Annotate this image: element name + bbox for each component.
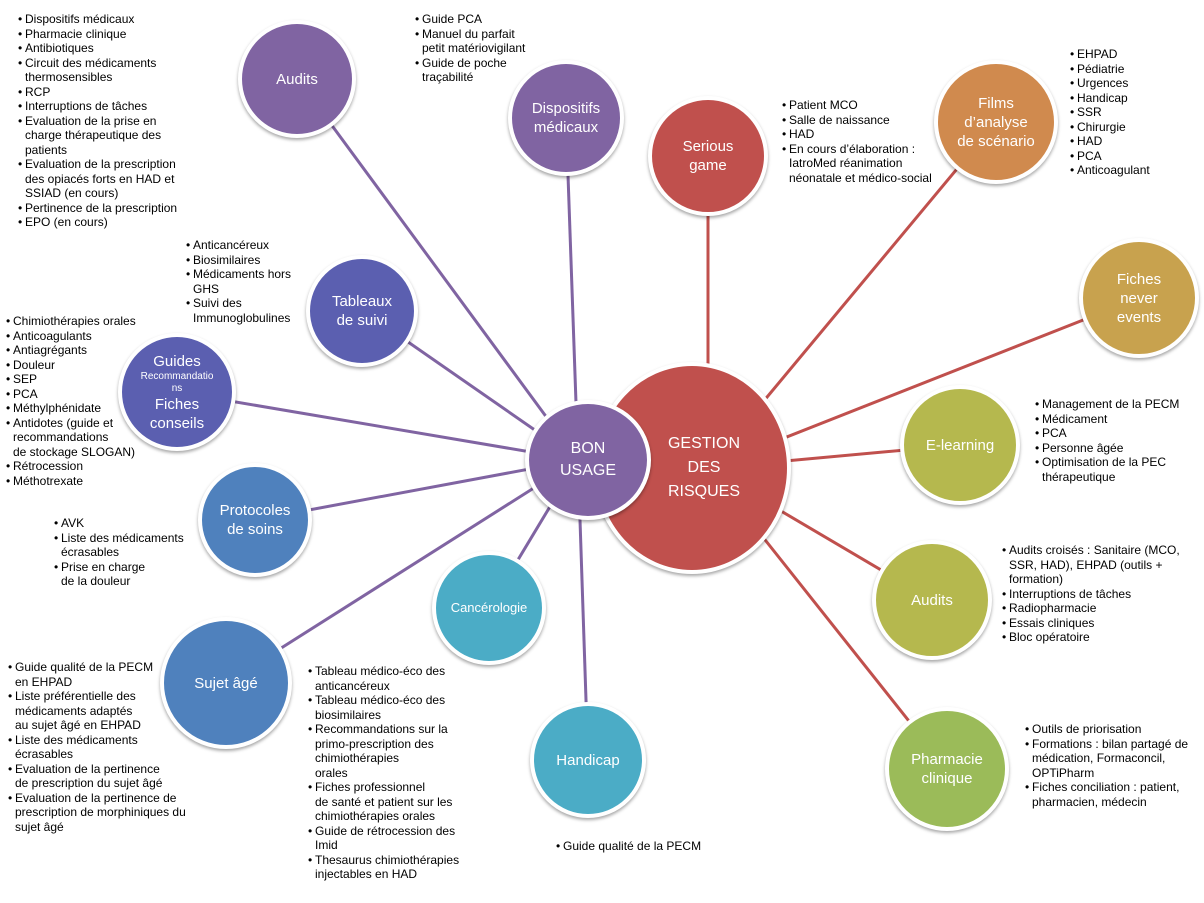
list-item: Médicament — [1035, 412, 1200, 427]
list-item: Antiagrégants — [6, 343, 166, 358]
list-item: Pertinence de la prescription — [18, 201, 218, 216]
link-bu-sujet — [225, 458, 579, 685]
list-item: Méthotrexate — [6, 474, 166, 489]
bu-sujet-list: Guide qualité de la PECM en EHPADListe p… — [8, 660, 208, 834]
list-item: Douleur — [6, 358, 166, 373]
list-item: Thesaurus chimiothérapies injectables en… — [308, 853, 483, 882]
list-item: Pharmacie clinique — [18, 27, 218, 42]
list-item: EHPAD — [1070, 47, 1195, 62]
list-item: SEP — [6, 372, 166, 387]
list-item: PCA — [6, 387, 166, 402]
list-item: Antidotes (guide et recommandations de s… — [6, 416, 166, 460]
list-item: Recommandations sur la primo-prescriptio… — [308, 722, 483, 780]
list-item: Fiches professionnel de santé et patient… — [308, 780, 483, 824]
bu-handicap-node: Handicap — [530, 702, 646, 818]
bu-guides-list: Chimiothérapies oralesAnticoagulantsAnti… — [6, 314, 166, 488]
list-item: Anticoagulants — [6, 329, 166, 344]
list-item: Prise en charge de la douleur — [54, 560, 204, 589]
list-item: Tableau médico-éco des biosimilaires — [308, 693, 483, 722]
gr-elearning-node: E-learning — [900, 385, 1020, 505]
list-item: HAD — [1070, 134, 1195, 149]
list-item: Interruptions de tâches — [1002, 587, 1200, 602]
list-item: Anticancéreux — [186, 238, 316, 253]
bu-dm-node: Dispositifs médicaux — [508, 60, 624, 176]
list-item: Manuel du parfait petit matériovigilant — [415, 27, 565, 56]
bu-audits-node: Audits — [238, 20, 356, 138]
list-item: Guide qualité de la PECM — [556, 839, 726, 854]
gr-audits-list: Audits croisés : Sanitaire (MCO, SSR, HA… — [1002, 543, 1200, 645]
link-bu-audits — [295, 77, 580, 461]
list-item: Personne âgée — [1035, 441, 1200, 456]
list-item: HAD — [782, 127, 957, 142]
bu-cancerologie-node: Cancérologie — [432, 551, 546, 665]
list-item: AVK — [54, 516, 204, 531]
list-item: Liste des médicaments écrasables — [8, 733, 208, 762]
list-item: Evaluation de la pertinence de prescript… — [8, 762, 208, 791]
bu-cancerologie-list: Tableau médico-éco des anticancéreuxTabl… — [308, 664, 483, 882]
gr-serious-list: Patient MCOSalle de naissanceHADEn cours… — [782, 98, 957, 185]
list-item: Guide qualité de la PECM en EHPAD — [8, 660, 208, 689]
bu-tableaux-list: Anticancéreux BiosimilairesMédicaments h… — [186, 238, 316, 325]
list-item: Pédiatrie — [1070, 62, 1195, 77]
bu-audits-list: Dispositifs médicauxPharmacie cliniqueAn… — [18, 12, 218, 230]
list-item: Circuit des médicaments thermosensibles — [18, 56, 218, 85]
list-item: Chirurgie — [1070, 120, 1195, 135]
list-item: Anticoagulant — [1070, 163, 1195, 178]
list-item: Fiches conciliation : patient, pharmacie… — [1025, 780, 1203, 809]
list-item: Urgences — [1070, 76, 1195, 91]
list-item: Suivi des Immunoglobulines — [186, 296, 316, 325]
list-item: PCA — [1035, 426, 1200, 441]
list-item: Médicaments hors GHS — [186, 267, 316, 296]
list-item: PCA — [1070, 149, 1195, 164]
list-item: Dispositifs médicaux — [18, 12, 218, 27]
list-item: Radiopharmacie — [1002, 601, 1200, 616]
list-item: Guide PCA — [415, 12, 565, 27]
gr-pharma-node: Pharmacie clinique — [885, 707, 1009, 831]
recommandations-label: Recommandatio ns — [140, 370, 214, 394]
list-item: Guide de rétrocession des Imid — [308, 824, 483, 853]
list-item: Guide de poche traçabilité — [415, 56, 565, 85]
list-item: Formations : bilan partagé de médication… — [1025, 737, 1203, 781]
bu-handicap-list: Guide qualité de la PECM — [556, 839, 726, 854]
list-item: Antibiotiques — [18, 41, 218, 56]
list-item: Evaluation de la prescription des opiacé… — [18, 157, 218, 201]
bon-usage-hub: BON USAGE — [525, 400, 651, 520]
list-item: Interruptions de tâches — [18, 99, 218, 114]
list-item: SSR — [1070, 105, 1195, 120]
list-item: RCP — [18, 85, 218, 100]
gr-audits-node: Audits — [872, 540, 992, 660]
list-item: Méthylphénidate — [6, 401, 166, 416]
list-item: Essais cliniques — [1002, 616, 1200, 631]
list-item: Liste des médicaments écrasables — [54, 531, 204, 560]
list-item: Patient MCO — [782, 98, 957, 113]
list-item: Optimisation de la PEC thérapeutique — [1035, 455, 1200, 484]
gr-fiches-node: Fiches never events — [1079, 238, 1199, 358]
gr-films-list: EHPADPédiatrieUrgencesHandicapSSRChirurg… — [1070, 47, 1195, 178]
list-item: EPO (en cours) — [18, 215, 218, 230]
list-item: Chimiothérapies orales — [6, 314, 166, 329]
list-item: Biosimilaires — [186, 253, 316, 268]
list-item: En cours d’élaboration : IatroMed réanim… — [782, 142, 957, 186]
link-bu-guides — [176, 390, 579, 462]
list-item: Handicap — [1070, 91, 1195, 106]
list-item: Liste préférentielle des médicaments ada… — [8, 689, 208, 733]
list-item: Salle de naissance — [782, 113, 957, 128]
list-item: Tableau médico-éco des anticancéreux — [308, 664, 483, 693]
gr-pharma-list: Outils de priorisationFormations : bilan… — [1025, 722, 1203, 809]
bu-protocoles-list: AVKListe des médicaments écrasablesPrise… — [54, 516, 204, 589]
list-item: Management de la PECM — [1035, 397, 1200, 412]
bu-protocoles-node: Protocoles de soins — [198, 463, 312, 577]
list-item: Evaluation de la pertinence de prescript… — [8, 791, 208, 835]
bu-dm-list: Guide PCAManuel du parfait petit matério… — [415, 12, 565, 85]
gr-serious-node: Serious game — [648, 96, 768, 216]
bu-tableaux-node: Tableaux de suivi — [306, 255, 418, 367]
gr-elearning-list: Management de la PECMMédicamentPCAPerson… — [1035, 397, 1200, 484]
list-item: Outils de priorisation — [1025, 722, 1203, 737]
list-item: Evaluation de la prise en charge thérape… — [18, 114, 218, 158]
list-item: Rétrocession — [6, 459, 166, 474]
list-item: Audits croisés : Sanitaire (MCO, SSR, HA… — [1002, 543, 1200, 587]
list-item: Bloc opératoire — [1002, 630, 1200, 645]
